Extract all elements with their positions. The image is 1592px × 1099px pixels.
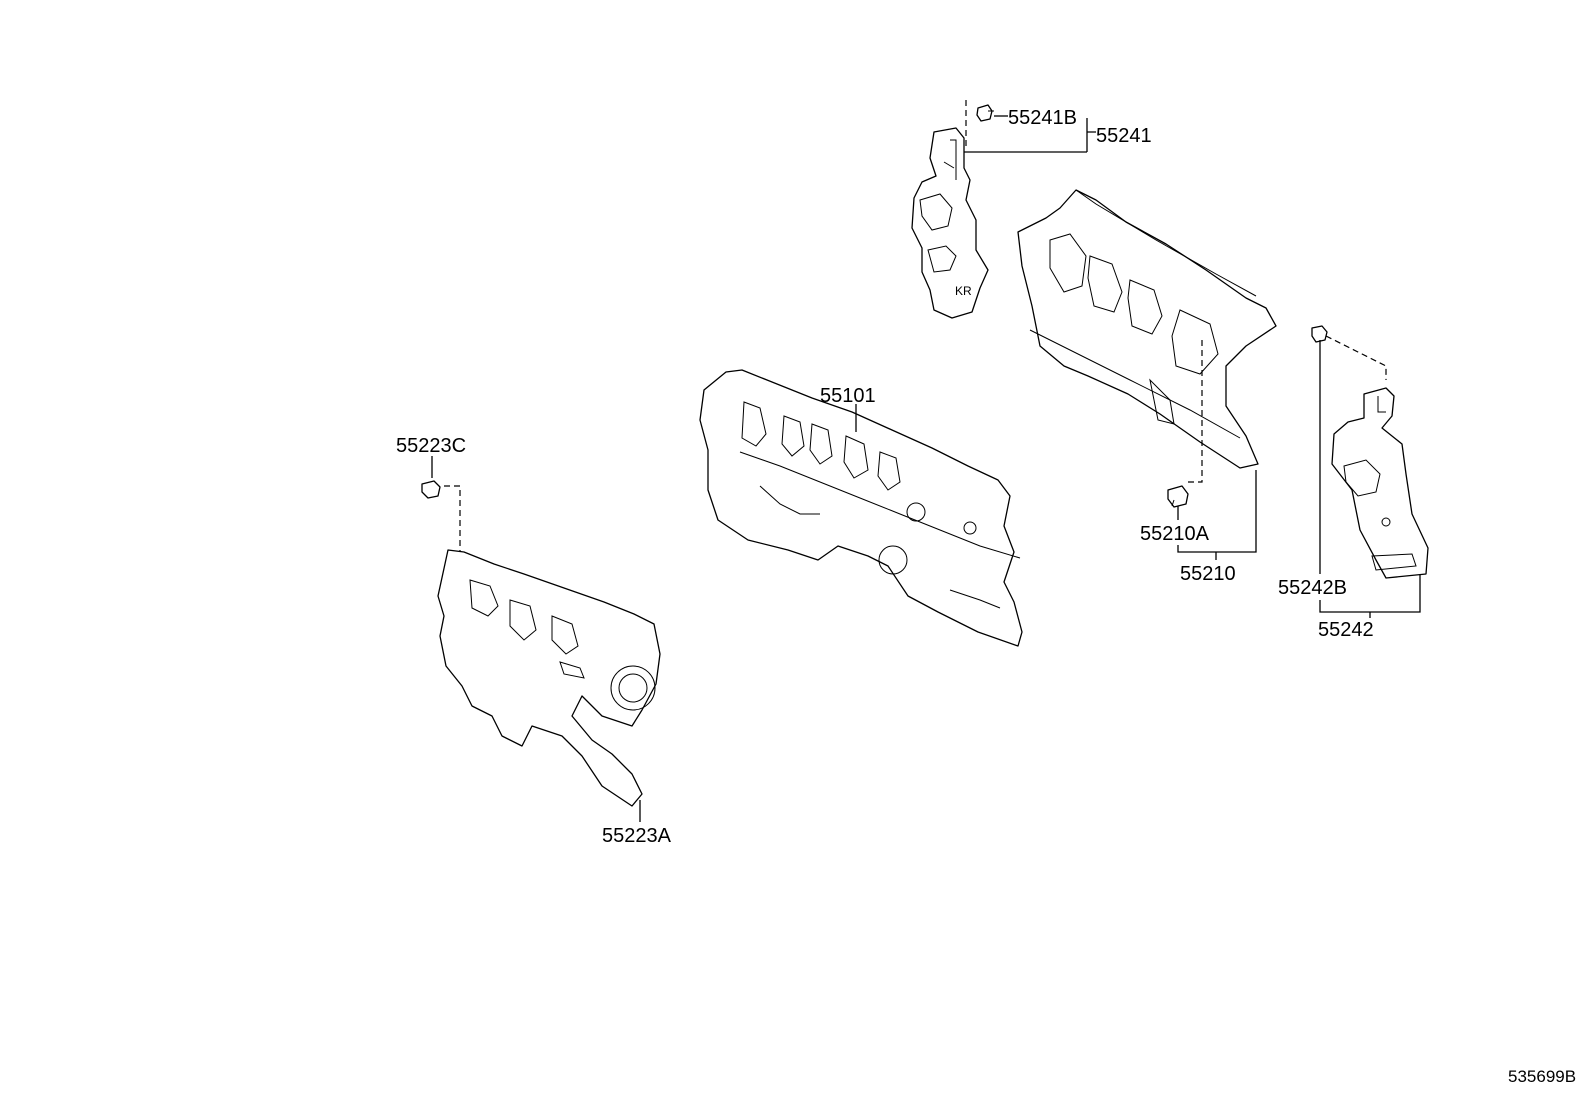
label-55210A: 55210A: [1140, 523, 1210, 545]
clip-55223C: [421, 480, 441, 499]
clip-55242B: [1311, 325, 1328, 343]
dashed-guide-55223C: [444, 485, 461, 562]
label-55223A: 55223A: [602, 825, 672, 847]
bracket-leader-55241: [962, 118, 1096, 153]
bracket-leader-55242: [1319, 574, 1421, 618]
diagram-reference-number: 535699B: [1508, 1067, 1576, 1086]
label-55242B: 55242B: [1278, 577, 1347, 599]
bracket-55241: KR: [911, 127, 989, 319]
label-55223C: 55223C: [396, 435, 466, 457]
dashed-guide-55242: [1325, 335, 1387, 380]
label-55210: 55210: [1180, 563, 1236, 585]
label-55241B: 55241B: [1008, 107, 1077, 129]
part-55223-assembly: [421, 456, 661, 822]
bolt-55210A: [1167, 485, 1189, 508]
part-55210-assembly: [1017, 189, 1277, 560]
label-55242: 55242: [1318, 619, 1374, 641]
dash-panel-55210: [1017, 189, 1277, 469]
silencer-pad-55223A: [437, 549, 661, 807]
bracket-leader-55210: [1177, 470, 1257, 560]
part-55241-assembly: KR: [911, 100, 1096, 319]
part-55101: [699, 369, 1023, 647]
clip-55241B: [976, 104, 994, 122]
dashed-guide-55210A: [1188, 340, 1203, 483]
part-55242-assembly: [1311, 325, 1429, 618]
label-55101: 55101: [820, 385, 876, 407]
svg-text:KR: KR: [955, 284, 972, 298]
label-55241: 55241: [1096, 125, 1152, 147]
bracket-55242: [1331, 387, 1429, 579]
cowl-panel-55101: [699, 369, 1023, 647]
